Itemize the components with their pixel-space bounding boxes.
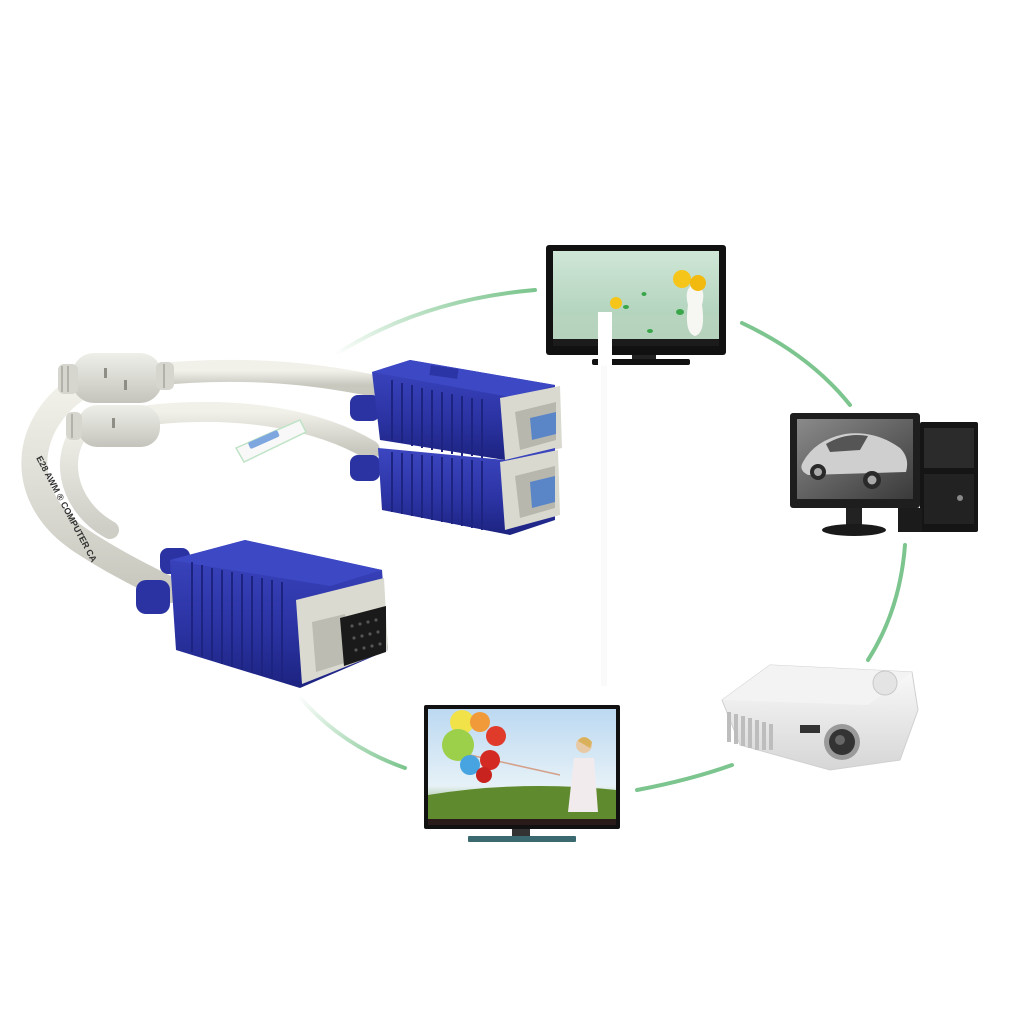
cable-tag <box>234 419 308 463</box>
vga-female-connector-top <box>350 360 562 460</box>
ferrite-core-top <box>58 353 174 403</box>
vga-female-connector-bottom <box>350 448 560 535</box>
vga-male-connector <box>136 540 388 688</box>
desktop-pc <box>790 413 978 536</box>
connection-arcs <box>296 288 907 792</box>
lcd-monitor-top <box>546 245 726 686</box>
led-tv-bottom <box>424 705 620 842</box>
ferrite-core-bottom <box>66 405 160 447</box>
projector <box>721 664 919 771</box>
